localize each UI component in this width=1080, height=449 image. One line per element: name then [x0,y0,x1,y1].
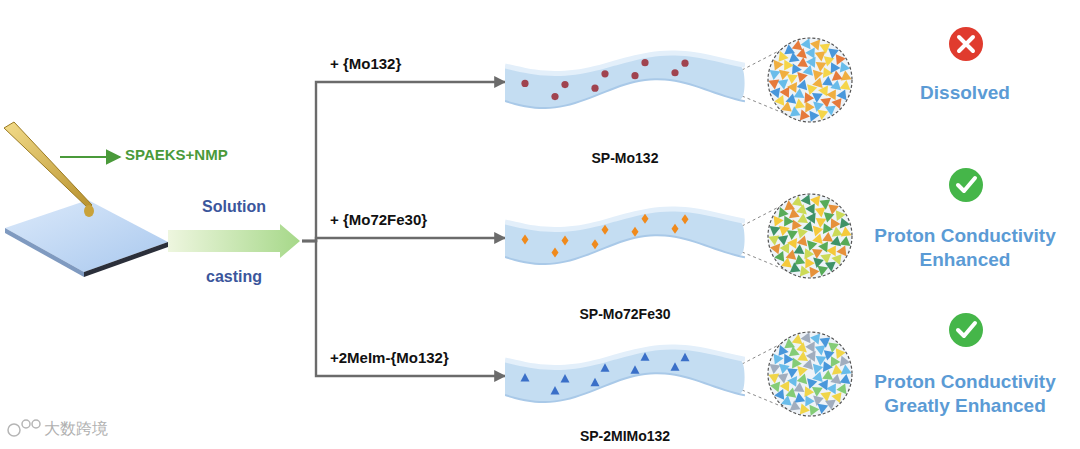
edge-label: +2MeIm-{Mo132} [330,349,449,366]
watermark: 大数跨境 [44,419,144,439]
membrane: SP-Mo132 [505,44,745,168]
edge-label: + {Mo72Fe30} [330,211,427,228]
result-label: Proton Conductivity Greatly Enhanced [858,370,1072,418]
cross-icon [949,27,983,61]
connector-arrow [302,82,505,241]
result-label: Proton Conductivity Enhanced [858,224,1072,272]
check-icon [949,313,983,347]
connector-arrow [302,238,505,241]
membrane-name: SP-2MIMo132 [580,428,670,444]
connector-arrow [302,241,505,376]
membrane-shape [505,44,745,168]
process-arrow: Solution casting [166,198,302,286]
edge-label: + {Mo132} [330,55,401,72]
green-arrow [60,156,120,158]
pipette [4,122,94,217]
step-label: casting [206,268,262,286]
zoom-insets [742,38,852,416]
membrane-name: SP-Mo72Fe30 [579,306,670,322]
glass-slide [5,200,168,277]
check-icon [949,168,983,202]
membrane-shape [505,200,745,324]
watermark-icon [8,420,40,436]
membrane-name: SP-Mo132 [592,150,659,166]
membrane: SP-2MIMo132 [505,338,745,446]
step-label: Solution [202,198,266,216]
result-label: Dissolved [858,81,1072,105]
reagent-label: SPAEKS+NMP [125,146,265,165]
membrane: SP-Mo72Fe30 [505,200,745,324]
